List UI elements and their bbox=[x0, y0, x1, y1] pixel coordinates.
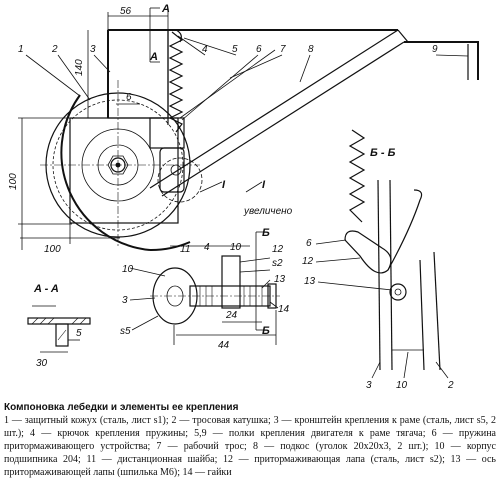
winch-layout-drawing: 56 A A 140 6 100 100 1 2 3 4 5 6 7 8 9 I… bbox=[8, 3, 479, 391]
part-label-4: 4 bbox=[202, 44, 208, 55]
view-marker-i: I bbox=[222, 179, 226, 191]
dim-100-horizontal: 100 bbox=[44, 244, 61, 255]
part-label-12: 12 bbox=[272, 244, 284, 255]
brake-pawl-detail bbox=[129, 231, 280, 345]
section-label-2: 2 bbox=[447, 380, 454, 391]
section-label-6: 6 bbox=[306, 238, 312, 249]
part-label-8: 8 bbox=[308, 44, 314, 55]
part-label-3-detail: 3 bbox=[122, 295, 128, 306]
caption-title: Компоновка лебедки и элементы ее креплен… bbox=[4, 402, 239, 413]
part-label-9: 9 bbox=[432, 44, 438, 55]
part-label-6: 6 bbox=[256, 44, 262, 55]
dim-100-vertical: 100 bbox=[8, 173, 19, 190]
section-label-3: 3 bbox=[366, 380, 372, 391]
view-marker-i-enlarged: I bbox=[262, 179, 266, 191]
section-a-a bbox=[27, 305, 91, 353]
part-label-10: 10 bbox=[122, 264, 134, 275]
part-label-3: 3 bbox=[90, 44, 96, 55]
section-label-12: 12 bbox=[302, 256, 314, 267]
dim-44: 44 bbox=[218, 340, 230, 351]
part-label-2: 2 bbox=[51, 44, 58, 55]
section-label-13: 13 bbox=[304, 276, 316, 287]
brake-spring bbox=[168, 31, 184, 133]
dim-24: 24 bbox=[225, 310, 238, 321]
section-marker-b-top: Б bbox=[262, 227, 270, 239]
section-marker-a-bottom: A bbox=[149, 51, 158, 63]
figure-caption: Компоновка лебедки и элементы ее креплен… bbox=[4, 401, 496, 479]
dim-30: 30 bbox=[36, 358, 48, 369]
working-cable bbox=[179, 49, 276, 119]
part-label-1: 1 bbox=[18, 44, 24, 55]
strut bbox=[149, 29, 399, 189]
enlarged-note: увеличено bbox=[243, 206, 293, 217]
dim-5: 5 bbox=[76, 328, 82, 339]
section-label-10: 10 bbox=[396, 380, 408, 391]
part-label-11: 11 bbox=[180, 244, 190, 255]
section-marker-b-bottom: Б bbox=[262, 325, 270, 337]
dim-6: 6 bbox=[126, 92, 132, 103]
dim-56: 56 bbox=[120, 6, 132, 17]
section-title-b-b: Б - Б bbox=[370, 147, 396, 159]
mounting-bracket bbox=[69, 117, 179, 224]
dim-4: 4 bbox=[204, 242, 210, 253]
dim-140: 140 bbox=[74, 59, 85, 76]
dim-10: 10 bbox=[230, 242, 242, 253]
caption-body: 1 — защитный кожух (сталь, лист s1); 2 —… bbox=[4, 415, 496, 478]
dim-s2: s2 bbox=[272, 258, 283, 269]
section-title-a-a: A - A bbox=[33, 283, 59, 295]
part-label-5: 5 bbox=[232, 44, 238, 55]
motor-shelf bbox=[404, 41, 479, 80]
section-b-b bbox=[315, 129, 449, 379]
section-marker-a-top: A bbox=[161, 3, 170, 15]
main-assembly bbox=[18, 7, 479, 252]
part-label-13: 13 bbox=[274, 274, 286, 285]
dim-s5: s5 bbox=[120, 326, 131, 337]
part-label-14: 14 bbox=[278, 304, 290, 315]
section-spring bbox=[348, 129, 366, 223]
part-label-7: 7 bbox=[280, 44, 286, 55]
